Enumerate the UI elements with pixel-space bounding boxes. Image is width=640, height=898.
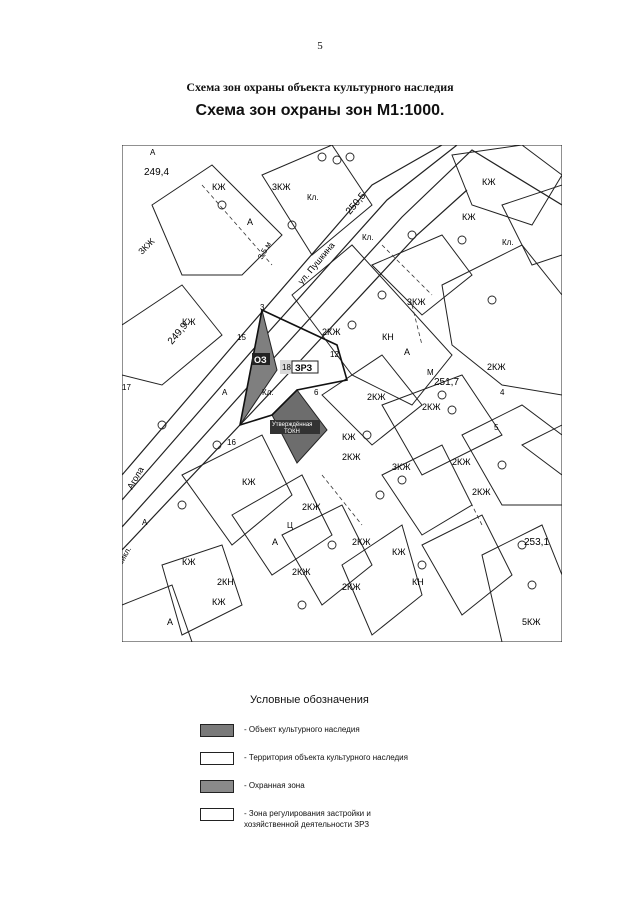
building-label: 5КЖ	[522, 617, 541, 627]
zrz-boundary	[238, 308, 349, 427]
object-label-line1: Утверждённая	[272, 422, 312, 428]
building-labels: КЖ КЖ 3КЖ 3КЖ А КЖ КЖ 2КЖ КН А 2КЖ 3КЖ 2…	[136, 177, 541, 627]
legend-swatch-protected-object	[200, 724, 234, 737]
misc-label: сикл.	[122, 545, 133, 566]
building-label: 2КЖ	[487, 362, 506, 372]
misc-label: 6	[314, 388, 319, 397]
building-label: 3КЖ	[272, 182, 291, 192]
misc-label: 4	[500, 388, 505, 397]
elevation-4: 251,7	[434, 377, 459, 388]
legend-text: - Зона регулирования застройки и хозяйст…	[244, 809, 371, 829]
building-label: 2КЖ	[472, 487, 491, 497]
misc-label: A	[150, 148, 156, 157]
legend-swatch-protection-zone	[200, 780, 234, 793]
building-label: КН	[382, 332, 394, 342]
building-label: 2КЖ	[302, 502, 321, 512]
misc-label: Кл.	[262, 388, 274, 397]
legend-text: - Территория объекта культурного наследи…	[244, 753, 408, 762]
building-label: 3КЖ	[407, 297, 426, 307]
building-label: 2КЖ	[452, 457, 471, 467]
misc-label: 17	[122, 383, 131, 392]
zrz-label-box	[291, 360, 319, 374]
building-label: А	[247, 217, 253, 227]
object-label-line2: ТОКН	[284, 429, 300, 435]
building-label: КЖ	[392, 547, 406, 557]
building-label: 2КЖ	[292, 567, 311, 577]
building-label: А	[167, 617, 173, 627]
legend-item-protection-zone: - Охранная зона	[200, 778, 500, 806]
building-label: 2КЖ	[352, 537, 371, 547]
building-label: КЖ	[212, 597, 226, 607]
map-title: Схема зон охраны объекта культурного нас…	[186, 80, 454, 94]
map-subtitle: Схема зон охраны зон М1:1000.	[195, 102, 445, 119]
building-label: КЖ	[342, 432, 356, 442]
building-label: 2КЖ	[422, 402, 441, 412]
cadastral-map: 249,4 249,9 250,5 251,7 253,1 ул. Пушкин…	[122, 145, 562, 642]
cadastral-dashes	[201, 184, 483, 526]
trees	[157, 152, 537, 610]
building-label: КЖ	[212, 182, 226, 192]
building-label: КЖ	[462, 212, 476, 222]
misc-label: 5	[494, 423, 499, 432]
building-label: 2КЖ	[342, 452, 361, 462]
object-label-box	[270, 420, 320, 434]
misc-label: 16	[227, 438, 236, 447]
misc-label: Ц	[287, 521, 293, 530]
building-label: 3КЖ	[392, 462, 411, 472]
legend-item-zrz: - Зона регулирования застройки и хозяйст…	[200, 806, 500, 840]
building-label: А	[404, 347, 410, 357]
misc-label: A	[142, 518, 148, 527]
misc-label: A	[222, 388, 228, 397]
zrz-label: ЗРЗ	[295, 363, 313, 373]
page-number: 5	[317, 40, 323, 52]
legend-item-territory: - Территория объекта культурного наследи…	[200, 750, 500, 778]
oz-label-box	[252, 353, 270, 365]
legend-swatch-territory	[200, 752, 234, 765]
misc-label: 12	[330, 350, 339, 359]
misc-label: Кл.	[307, 193, 319, 202]
building-label: 2КЖ	[367, 392, 386, 402]
building-label: 2КН	[217, 577, 234, 587]
legend-title: Условные обозначения	[250, 694, 369, 706]
building-label: 2КЖ	[322, 327, 341, 337]
oz-label: ОЗ	[254, 355, 267, 365]
building-label: КЖ	[242, 477, 256, 487]
misc-label: Кл.	[502, 238, 514, 247]
elevation-1: 249,4	[144, 167, 169, 178]
street-pushkina	[122, 145, 562, 551]
misc-label: 3	[260, 303, 265, 312]
legend-swatch-zrz	[200, 808, 234, 821]
building-label: КЖ	[482, 177, 496, 187]
misc-label: Кл.	[362, 233, 374, 242]
legend-item-protected-object: - Объект культурного наследия	[200, 722, 500, 750]
map-svg: 249,4 249,9 250,5 251,7 253,1 ул. Пушкин…	[122, 145, 562, 642]
building-label: КЖ	[182, 317, 196, 327]
legend: Условные обозначения - Объект культурног…	[200, 694, 500, 840]
misc-label: 15	[237, 333, 246, 342]
misc-label: 18	[282, 363, 291, 372]
legend-text: - Охранная зона	[244, 781, 305, 790]
map-frame	[122, 145, 562, 642]
elevation-5: 253,1	[524, 537, 549, 548]
building-outlines	[122, 145, 562, 642]
misc-label: M	[427, 368, 434, 377]
building-label: 2КЖ	[342, 582, 361, 592]
building-label: А	[272, 537, 278, 547]
legend-text: - Объект культурного наследия	[244, 725, 360, 734]
building-label: КН	[412, 577, 424, 587]
building-label: КЖ	[182, 557, 196, 567]
